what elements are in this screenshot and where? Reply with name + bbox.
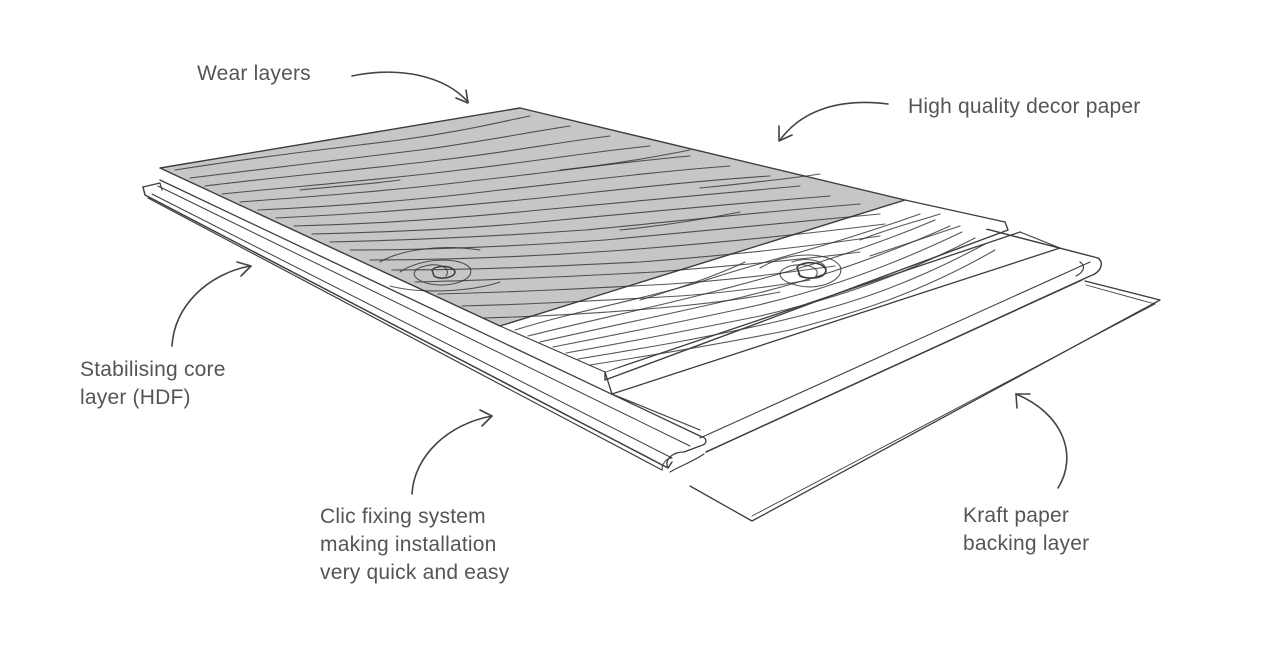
wear-layer — [159, 107, 906, 327]
decor-paper-label: High quality decor paper — [908, 93, 1140, 121]
clic-system-line-2: making installation — [320, 533, 497, 556]
arrow-decor-paper — [778, 101, 889, 142]
core-layer-line-1: Stabilising core — [80, 358, 226, 381]
clic-fixing-profile — [142, 179, 707, 473]
kraft-paper-backing — [689, 280, 1161, 522]
clic-system-line-3: very quick and easy — [320, 561, 510, 584]
arrow-kraft-paper — [1015, 393, 1068, 489]
arrow-core-layer — [171, 261, 252, 347]
arrow-clic-system — [411, 409, 493, 495]
clic-system-line-1: Clic fixing system — [320, 505, 486, 528]
kraft-paper-label: Kraft paper backing layer — [963, 502, 1089, 558]
kraft-paper-line-2: backing layer — [963, 532, 1090, 555]
kraft-paper-line-1: Kraft paper — [963, 504, 1070, 527]
core-layer-line-2: layer (HDF) — [80, 386, 191, 409]
arrow-wear-layers — [351, 71, 469, 104]
clic-system-label: Clic fixing system making installation v… — [320, 503, 509, 587]
core-layer-label: Stabilising core layer (HDF) — [80, 356, 226, 412]
decor-paper-text: High quality decor paper — [908, 95, 1141, 118]
wear-layers-label: Wear layers — [197, 60, 311, 88]
decor-paper-layer — [499, 199, 1009, 381]
wear-layers-text: Wear layers — [197, 62, 311, 85]
